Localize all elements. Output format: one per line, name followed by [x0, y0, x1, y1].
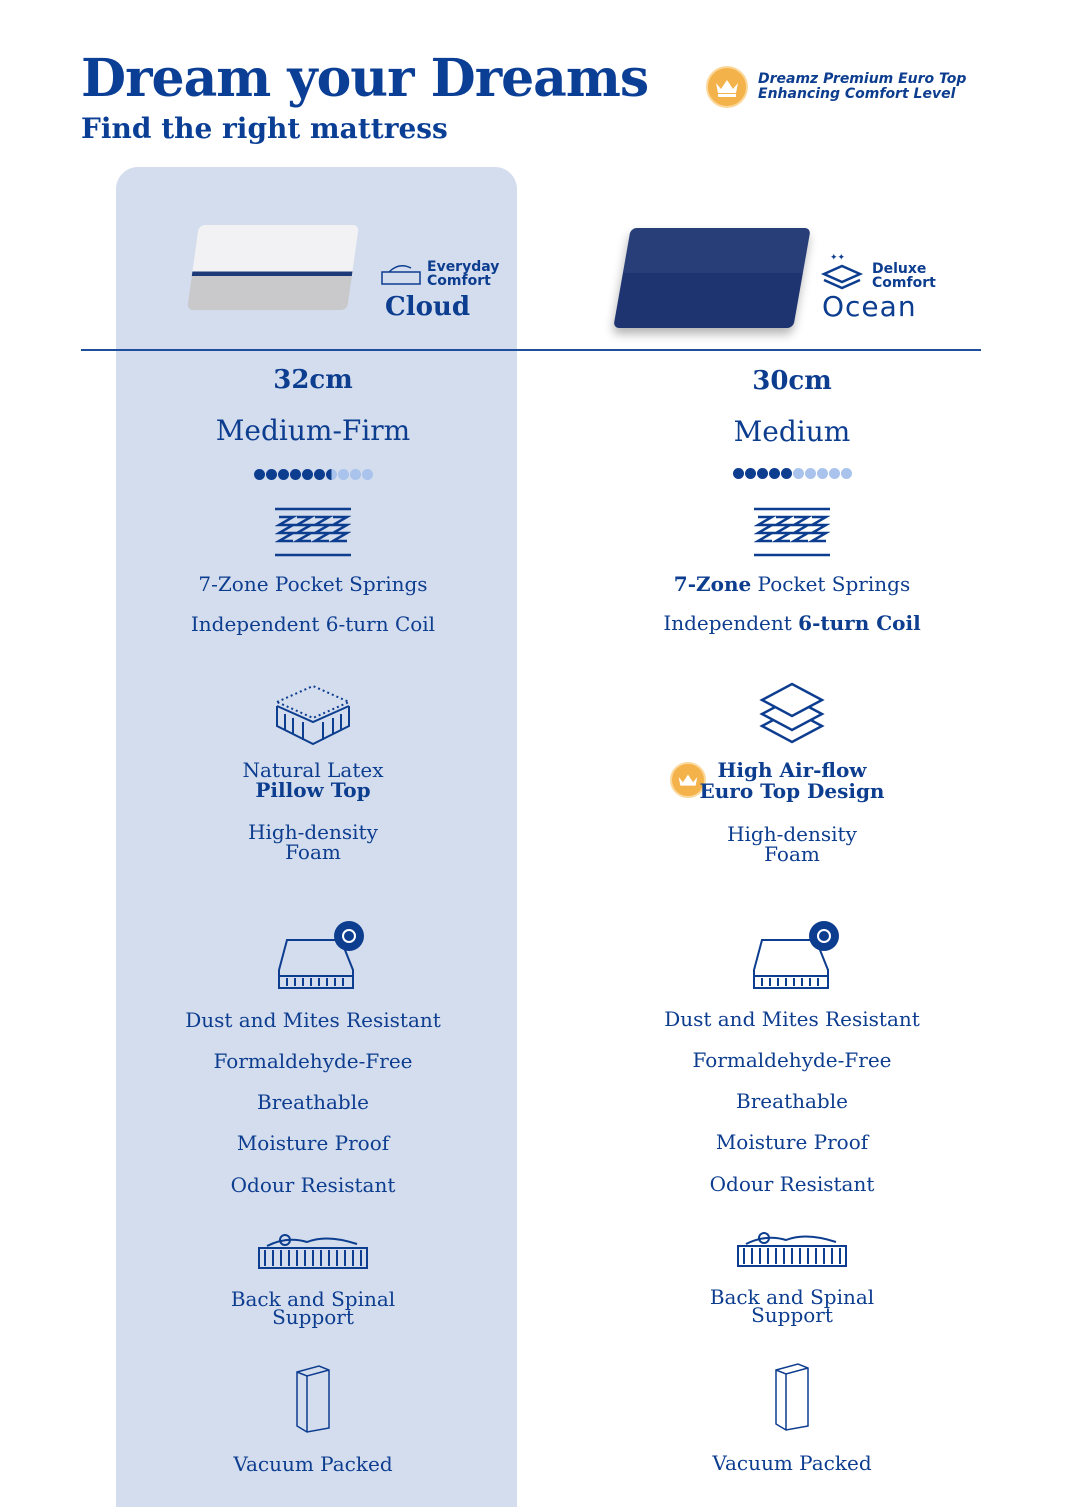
firmness-dot: [301, 469, 313, 480]
firmness-dot: [361, 469, 373, 480]
support-line-2: Support: [751, 1303, 833, 1327]
feature-item: Moisture Proof: [236, 1131, 390, 1155]
firmness-dot: [840, 468, 852, 479]
firmness-dot: [744, 468, 756, 479]
feature-item: Moisture Proof: [715, 1130, 869, 1154]
firmness-dot: [277, 469, 289, 480]
feature-item: Odour Resistant: [230, 1173, 396, 1197]
firmness-label: Medium: [733, 415, 851, 448]
latex-pillow-top-icon: [274, 684, 352, 746]
crown-icon: [670, 762, 706, 798]
page-title: Dream your Dreams: [81, 48, 649, 109]
coil-prefix: Independent: [663, 611, 799, 635]
firmness-dot: [349, 469, 361, 480]
ocean-mattress-image: [613, 228, 811, 328]
crown-icon: [706, 66, 748, 108]
feature-item: Dust and Mites Resistant: [185, 1008, 441, 1032]
firmness-dot: [289, 469, 301, 480]
tag-line-1: Everyday: [427, 259, 500, 275]
cloud-mattress-image: [187, 225, 359, 310]
firmness-dot: [816, 468, 828, 479]
top-line-2: Pillow Top: [255, 778, 371, 802]
comfort-layers-icon: [381, 265, 421, 285]
spring-icon: [275, 507, 351, 557]
firmness-dot: [325, 469, 337, 480]
divider: [81, 349, 981, 351]
spring-icon: [754, 507, 830, 557]
support-line-1: Back and Spinal: [709, 1285, 875, 1309]
product-name: Cloud: [385, 292, 470, 322]
packing-label: Vacuum Packed: [233, 1452, 393, 1476]
support-line-2: Support: [272, 1305, 354, 1329]
springs-zone: 7-Zone: [673, 572, 752, 596]
top-line-1: High Air-flow: [717, 758, 867, 782]
badge-line-2: Enhancing Comfort Level: [758, 86, 956, 102]
badge-line-1: Dreamz Premium Euro Top: [758, 71, 967, 87]
firmness-dot: [780, 468, 792, 479]
firmness-label: Medium-Firm: [215, 414, 411, 447]
vacuum-box-icon: [775, 1363, 809, 1431]
page-subtitle: Find the right mattress: [81, 112, 448, 145]
svg-text:✦✦: ✦✦: [830, 253, 846, 263]
tag-line-1: Deluxe: [872, 261, 927, 277]
firmness-scale: [562, 468, 1022, 479]
firmness-dot: [265, 469, 277, 480]
foam-line-1: High-density: [248, 820, 378, 844]
firmness-dot: [732, 468, 744, 479]
support-line-1: Back and Spinal: [230, 1287, 396, 1311]
top-line-1: Natural Latex: [242, 758, 384, 782]
feature-item: Dust and Mites Resistant: [664, 1007, 920, 1031]
tag-line-2: Comfort: [427, 273, 491, 289]
euro-top-icon: [759, 682, 825, 744]
firmness-dot: [792, 468, 804, 479]
anti-dust-mattress-icon: [753, 921, 839, 989]
foam-line-2: Foam: [285, 840, 341, 864]
feature-item: Odour Resistant: [709, 1172, 875, 1196]
top-line-2: Euro Top Design: [699, 779, 885, 803]
springs-line-1: 7-Zone Pocket Springs: [198, 572, 428, 596]
coil-turns: 6-turn Coil: [798, 611, 921, 635]
spinal-support-icon: [737, 1232, 847, 1267]
firmness-dot: [253, 469, 265, 480]
springs-type: Pocket Springs: [751, 572, 911, 596]
firmness-dot: [756, 468, 768, 479]
firmness-scale: [83, 469, 543, 480]
tag-line-2: Comfort: [872, 275, 936, 291]
anti-dust-mattress-icon: [278, 921, 364, 989]
foam-line-1: High-density: [727, 822, 857, 846]
packing-label: Vacuum Packed: [712, 1451, 872, 1475]
spinal-support-icon: [258, 1234, 368, 1269]
highlight-panel: [116, 167, 517, 1507]
firmness-dot: [313, 469, 325, 480]
feature-item: Breathable: [736, 1089, 848, 1113]
springs-line-1: 7-Zone Pocket Springs: [562, 574, 1022, 595]
feature-item: Breathable: [257, 1090, 369, 1114]
springs-line-2: Independent 6-turn Coil: [190, 612, 436, 636]
feature-item: Formaldehyde-Free: [692, 1048, 892, 1072]
mattress-height: 32cm: [273, 365, 353, 395]
foam-line-2: Foam: [764, 842, 820, 866]
springs-line-2: Independent 6-turn Coil: [562, 613, 1022, 634]
firmness-dot: [804, 468, 816, 479]
vacuum-box-icon: [296, 1365, 330, 1433]
product-name: Ocean: [822, 290, 917, 323]
firmness-dot: [768, 468, 780, 479]
deluxe-pillow-icon: ✦✦: [820, 253, 864, 290]
firmness-dot: [828, 468, 840, 479]
feature-item: Formaldehyde-Free: [213, 1049, 413, 1073]
mattress-height: 30cm: [752, 366, 832, 396]
firmness-dot: [337, 469, 349, 480]
